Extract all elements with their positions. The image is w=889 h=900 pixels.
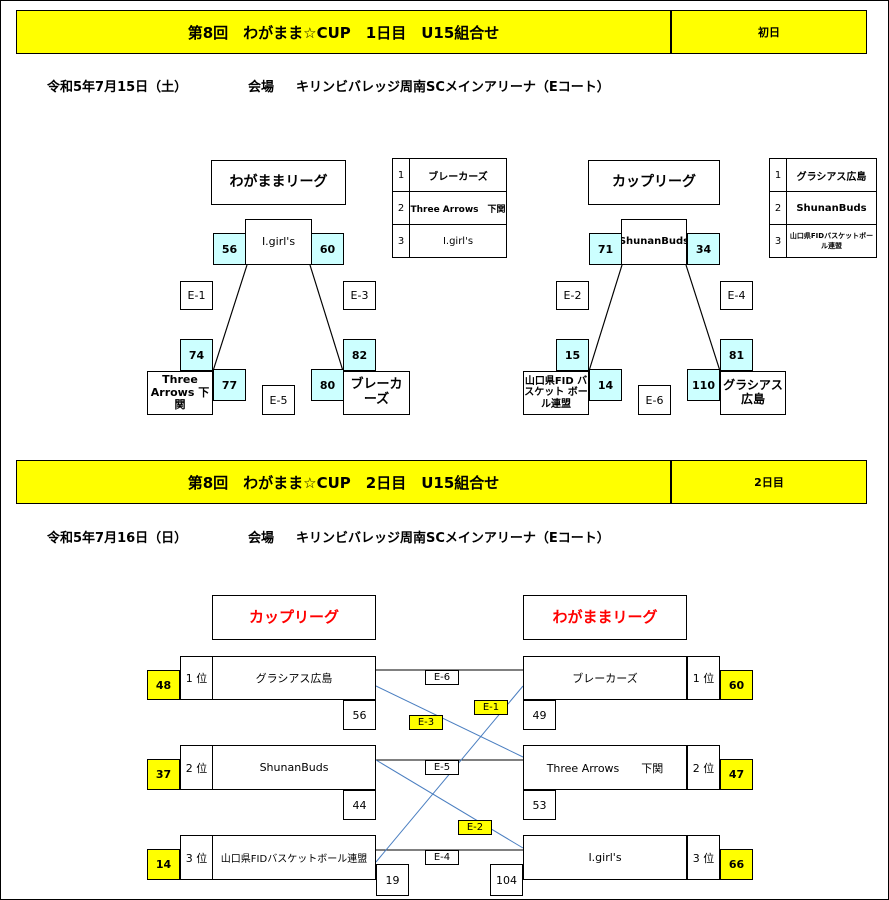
- day2-right-team-2: Three Arrows 下関: [523, 745, 687, 790]
- day2-right-score-3: 104: [490, 864, 523, 896]
- league-a-score-left-upper: 74: [180, 339, 213, 371]
- league-b-top-team: ShunanBuds: [619, 219, 689, 265]
- league-a-top-team: I.girl's: [245, 219, 312, 265]
- day2-right-team-1: ブレーカーズ: [523, 656, 687, 700]
- league-b-right-team: グラシアス 広島: [720, 371, 786, 415]
- day2-right-score-1: 49: [523, 700, 556, 730]
- league-a-right-team: ブレーカーズ: [343, 371, 410, 415]
- day2-right-outer-3: 66: [720, 849, 753, 880]
- day2-left-score-2: 44: [343, 790, 376, 820]
- day2-right-rank-1: 1 位: [687, 656, 720, 700]
- day2-right-rank-3: 3 位: [687, 835, 720, 880]
- day1-title: 第8回 わがまま☆CUP 1日目 U15組合せ: [16, 10, 671, 54]
- day2-left-score-3: 19: [376, 864, 409, 896]
- league-b-court-right: E-4: [720, 281, 753, 310]
- league-a-score-top-right: 60: [311, 233, 344, 265]
- day2-court-e4: E-4: [425, 850, 459, 865]
- league-b-score-right-upper: 81: [720, 339, 753, 371]
- day2-court-e5: E-5: [425, 760, 459, 775]
- day1-venue: キリンビバレッジ周南SCメインアリーナ（Eコート）: [296, 80, 610, 95]
- league-b-court-left: E-2: [556, 281, 589, 310]
- league-a-title: わがままリーグ: [211, 160, 346, 205]
- day2-right-league-title: わがままリーグ: [523, 595, 687, 640]
- day2-right-score-2: 53: [523, 790, 556, 820]
- day1-date: 令和5年7月15日（土）: [47, 80, 188, 95]
- day2-court-e2: E-2: [458, 820, 492, 835]
- league-b-score-left-inner: 14: [589, 369, 622, 401]
- day2-venue: キリンビバレッジ周南SCメインアリーナ（Eコート）: [296, 531, 610, 546]
- day2-right-outer-2: 47: [720, 759, 753, 790]
- day2-left-team-3: 山口県FIDバスケットボール連盟: [212, 835, 376, 880]
- day2-left-rank-1: 1 位: [180, 656, 213, 700]
- day2-date: 令和5年7月16日（日）: [47, 531, 188, 546]
- day2-left-rank-2: 2 位: [180, 745, 213, 790]
- day1-venue-label: 会場: [248, 80, 275, 95]
- day2-right-team-3: I.girl's: [523, 835, 687, 880]
- league-a-court-bottom: E-5: [262, 385, 295, 415]
- league-b-score-top-left: 71: [589, 233, 622, 265]
- day2-court-e3: E-3: [409, 715, 443, 730]
- day2-left-team-1: グラシアス広島: [212, 656, 376, 700]
- day2-left-outer-1: 48: [147, 670, 180, 700]
- day2-left-team-2: ShunanBuds: [212, 745, 376, 790]
- league-b-title: カップリーグ: [588, 160, 720, 205]
- league-a-score-right-inner: 80: [311, 369, 344, 401]
- day2-day-label: 2日目: [671, 460, 867, 504]
- day1-day-label: 初日: [671, 10, 867, 54]
- day2-left-outer-2: 37: [147, 759, 180, 790]
- league-b-score-left-upper: 15: [556, 339, 589, 371]
- day2-left-score-1: 56: [343, 700, 376, 730]
- day2-title: 第8回 わがまま☆CUP 2日目 U15組合せ: [16, 460, 671, 504]
- league-b-court-bottom: E-6: [638, 385, 671, 415]
- day2-court-e6: E-6: [425, 670, 459, 685]
- day2-left-league-title: カップリーグ: [212, 595, 376, 640]
- league-a-score-left-inner: 77: [213, 369, 246, 401]
- league-b-score-right-inner: 110: [687, 369, 720, 401]
- league-b-score-top-right: 34: [687, 233, 720, 265]
- day2-court-e1: E-1: [474, 700, 508, 715]
- day2-left-rank-3: 3 位: [180, 835, 213, 880]
- day2-venue-label: 会場: [248, 531, 275, 546]
- league-a-score-right-upper: 82: [343, 339, 376, 371]
- day2-left-outer-3: 14: [147, 849, 180, 880]
- league-a-court-left: E-1: [180, 281, 213, 310]
- league-a-court-right: E-3: [343, 281, 376, 310]
- day2-right-outer-1: 60: [720, 670, 753, 700]
- league-a-score-top-left: 56: [213, 233, 246, 265]
- league-b-left-team: 山口県FID バスケット ボール連盟: [523, 371, 589, 415]
- day2-right-rank-2: 2 位: [687, 745, 720, 790]
- league-a-left-team: Three Arrows 下関: [147, 371, 213, 415]
